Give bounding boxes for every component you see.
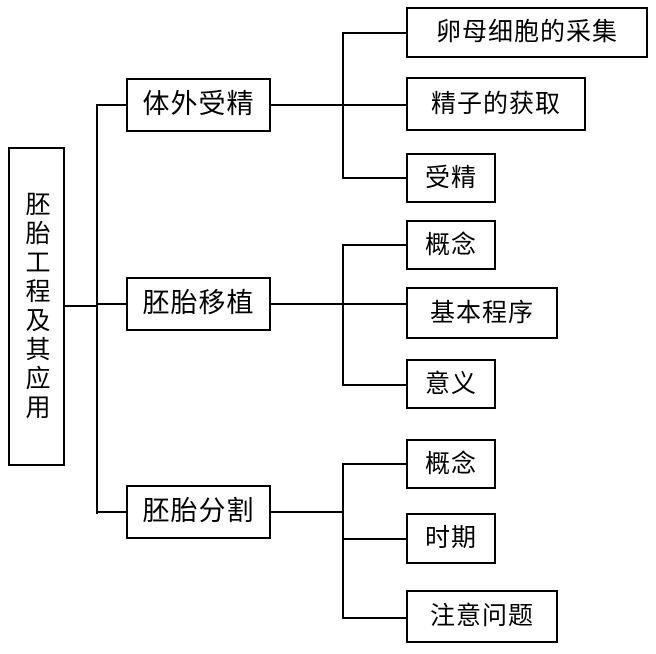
node-leaf-1-2-label: 精子的获取 (430, 88, 561, 118)
node-branch-3[interactable]: 胚胎分割 (126, 485, 271, 539)
connector-root-arm-2 (96, 303, 127, 305)
node-leaf-1-1[interactable]: 卵母细胞的采集 (406, 7, 648, 58)
node-root[interactable]: 胚胎工程及其应用 (8, 147, 65, 466)
node-leaf-1-1-label: 卵母细胞的采集 (435, 17, 618, 47)
node-branch-1-label: 体外受精 (142, 88, 255, 120)
connector-branch1-stub (271, 104, 344, 106)
connector-root-stub (65, 305, 98, 307)
node-leaf-1-3[interactable]: 受精 (406, 153, 496, 203)
connector-branch2-stub (271, 303, 344, 305)
connector-branch2-trunk (342, 244, 344, 386)
connector-branch3-trunk (342, 463, 344, 618)
connector-root-trunk (96, 105, 98, 514)
node-branch-1[interactable]: 体外受精 (126, 78, 271, 132)
node-leaf-2-1[interactable]: 概念 (406, 220, 496, 270)
node-branch-3-label: 胚胎分割 (142, 495, 255, 527)
node-leaf-2-2[interactable]: 基本程序 (406, 287, 558, 339)
connector-branch2-arm-2 (342, 303, 408, 305)
node-leaf-1-3-label: 受精 (424, 162, 477, 192)
node-root-label: 胚胎工程及其应用 (22, 190, 51, 423)
connector-branch3-arm-1 (342, 463, 408, 465)
connector-branch1-arm-3 (342, 177, 408, 179)
node-leaf-2-3-label: 意义 (424, 368, 477, 398)
connector-root-arm-3 (96, 511, 127, 513)
connector-branch1-arm-2 (342, 104, 408, 106)
node-leaf-3-1[interactable]: 概念 (406, 439, 496, 489)
node-leaf-2-1-label: 概念 (424, 229, 477, 259)
node-leaf-3-3[interactable]: 注意问题 (406, 590, 558, 643)
node-leaf-3-1-label: 概念 (424, 448, 477, 478)
connector-branch1-arm-1 (342, 32, 408, 34)
connector-branch3-arm-2 (342, 538, 408, 540)
connector-branch3-stub (271, 511, 344, 513)
connector-root-arm-1 (96, 104, 127, 106)
node-leaf-3-2-label: 时期 (424, 523, 477, 553)
connector-branch3-arm-3 (342, 617, 408, 619)
connector-branch2-arm-1 (342, 244, 408, 246)
node-leaf-3-3-label: 注意问题 (429, 601, 534, 631)
node-branch-2-label: 胚胎移植 (142, 287, 255, 319)
node-leaf-1-2[interactable]: 精子的获取 (406, 77, 586, 131)
node-branch-2[interactable]: 胚胎移植 (126, 277, 271, 331)
node-leaf-3-2[interactable]: 时期 (406, 513, 496, 564)
node-leaf-2-2-label: 基本程序 (429, 297, 534, 327)
node-leaf-2-3[interactable]: 意义 (406, 359, 496, 409)
connector-branch2-arm-3 (342, 384, 408, 386)
